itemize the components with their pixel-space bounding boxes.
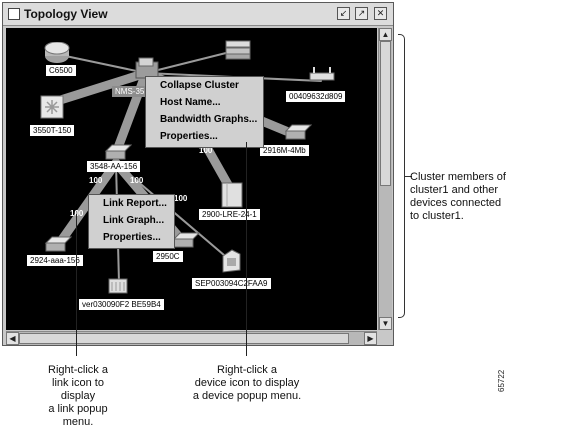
device-callout-line (246, 142, 247, 356)
device-label-lre: 2900-LRE-24-1 (199, 209, 260, 220)
link-badge[interactable]: 100 (130, 176, 144, 185)
scroll-right-icon[interactable]: ▶ (364, 332, 377, 345)
maximize-icon[interactable]: ↗ (355, 7, 368, 20)
layer3-switch-icon[interactable] (38, 92, 66, 120)
menu-item-link-report[interactable]: Link Report... (103, 198, 167, 209)
device-note: Right-click a device icon to display a d… (192, 364, 302, 402)
device-popup-menu: Collapse Cluster Host Name... Bandwidth … (145, 76, 264, 148)
title-bar: Topology View ↙ ↗ ✕ (3, 3, 393, 26)
menu-item-bandwidth-graphs[interactable]: Bandwidth Graphs... (160, 114, 258, 125)
link-line[interactable] (55, 53, 147, 74)
scroll-left-icon[interactable]: ◀ (6, 332, 19, 345)
lre-switch-icon[interactable] (219, 180, 245, 208)
switch-icon[interactable] (284, 123, 312, 141)
vertical-scroll-thumb[interactable] (380, 41, 391, 186)
switch-cluster-icon[interactable] (134, 56, 160, 82)
menu-item-link-properties[interactable]: Properties... (103, 232, 161, 243)
device-label-ver: ver030090F2 BE59B4 (79, 299, 164, 310)
restore-icon[interactable]: ↙ (337, 7, 350, 20)
cluster-bracket-tick (405, 176, 412, 177)
window-title: Topology View (24, 7, 108, 21)
topology-view-window: Topology View ↙ ↗ ✕ (2, 2, 394, 346)
ip-phone-icon[interactable] (220, 248, 242, 274)
switch-icon[interactable] (172, 231, 200, 249)
link-note: Right-click a link icon to display a lin… (48, 364, 108, 428)
switch-icon[interactable] (104, 143, 132, 161)
device-label-mac: 00409632d809 (286, 91, 346, 102)
menu-item-collapse-cluster[interactable]: Collapse Cluster (160, 80, 239, 91)
menu-item-host-name[interactable]: Host Name... (160, 97, 221, 108)
close-icon[interactable]: ✕ (374, 7, 387, 20)
switch-icon[interactable] (44, 235, 72, 253)
access-point-icon[interactable] (308, 66, 336, 82)
figure-id: 65722 (497, 369, 506, 392)
device-label-2950: 2950C (153, 251, 183, 262)
link-line[interactable] (145, 49, 239, 74)
router-icon[interactable] (44, 42, 70, 64)
device-label-3548: 3548-AA-156 (87, 161, 141, 172)
topology-canvas[interactable]: C6500 NMS-35 00409632d809 3550T-150 2916… (6, 28, 377, 330)
device-label-sep: SEP003094C2FAA9 (192, 278, 271, 289)
device-label-2924: 2924-aaa-156 (27, 255, 83, 266)
vertical-scrollbar[interactable]: ▲ ▼ (378, 28, 392, 330)
switch-stack-icon[interactable] (225, 38, 251, 60)
horizontal-scrollbar[interactable]: ◀ ▶ (6, 331, 377, 345)
hub-icon[interactable] (107, 275, 129, 295)
horizontal-scroll-thumb[interactable] (19, 333, 349, 344)
cluster-bracket (398, 34, 405, 318)
window-icon (8, 8, 20, 20)
link-line[interactable] (46, 68, 151, 108)
menu-item-link-graph[interactable]: Link Graph... (103, 215, 165, 226)
device-label-nms: NMS-35 (112, 86, 148, 97)
scroll-down-icon[interactable]: ▼ (379, 317, 392, 330)
link-badge[interactable]: 100 (199, 146, 213, 155)
link-badge[interactable]: 100 (70, 209, 83, 218)
menu-item-properties[interactable]: Properties... (160, 131, 218, 142)
link-badge[interactable]: 100 (174, 194, 188, 203)
cluster-note: Cluster members of cluster1 and other de… (410, 171, 506, 222)
device-label-c6500: C6500 (46, 65, 76, 76)
link-callout-line (76, 214, 77, 356)
scroll-up-icon[interactable]: ▲ (379, 28, 392, 41)
link-badge[interactable]: 100 (89, 176, 103, 185)
link-popup-menu: Link Report... Link Graph... Properties.… (88, 194, 175, 249)
device-label-3550: 3550T-150 (30, 125, 75, 136)
device-label-2916: 2916M-4Mb (260, 145, 309, 156)
